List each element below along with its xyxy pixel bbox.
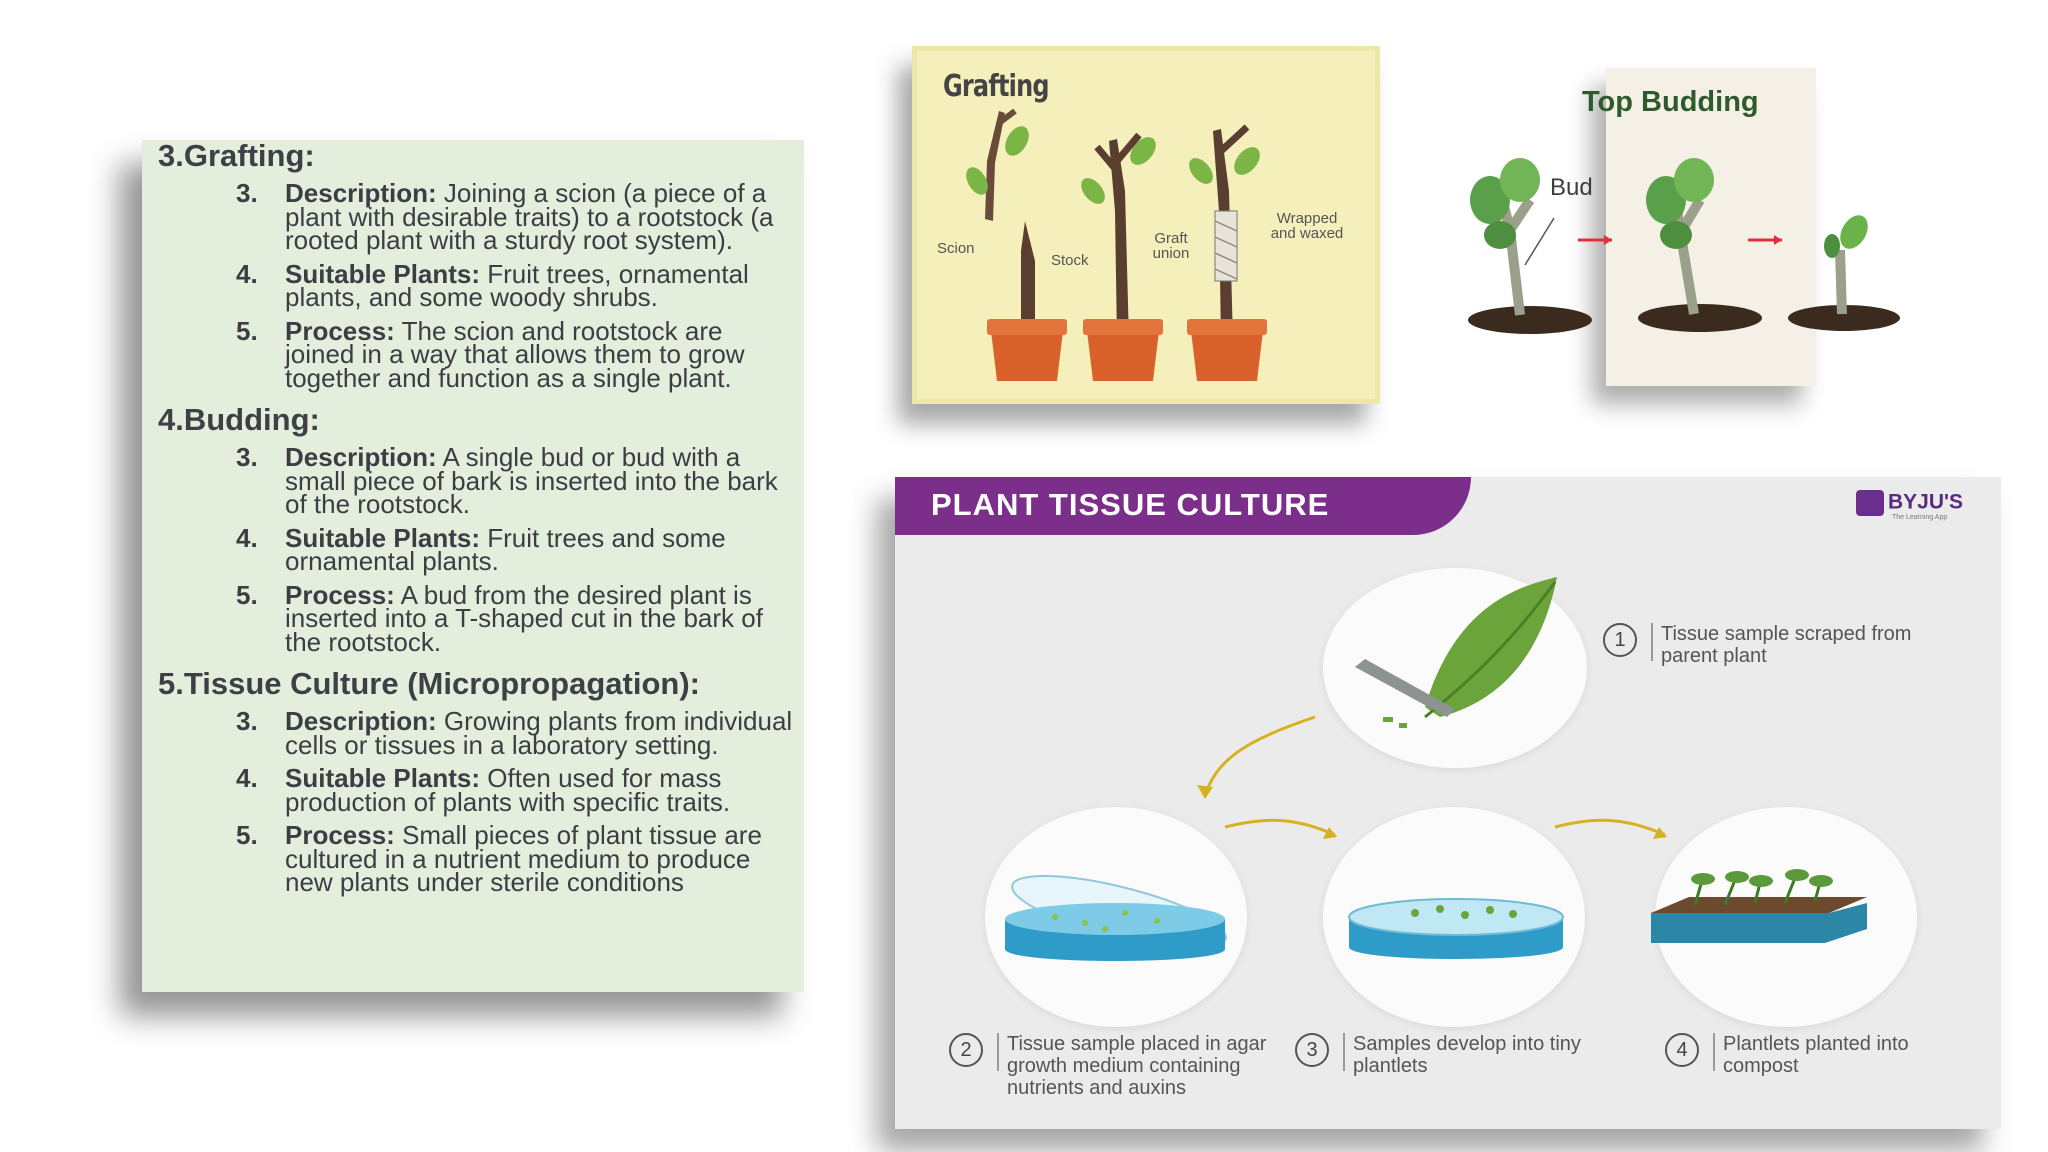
item-label: Process:	[285, 820, 395, 850]
brand-icon	[1856, 490, 1884, 516]
item-number: 3.	[236, 706, 258, 736]
item-text: Fruit trees and some ornamental plants.	[285, 522, 726, 576]
scion-stock-plant	[966, 108, 1067, 381]
step-number: 3	[1295, 1033, 1329, 1067]
section-title: 4.Budding:	[158, 402, 320, 437]
divider	[1651, 623, 1653, 661]
point-list: 3. Description: Joining a scion (a piece …	[158, 178, 794, 391]
list-item: 3. Description: Joining a scion (a piece …	[158, 178, 794, 253]
stock-label: Stock	[1051, 252, 1089, 269]
step-text: Tissue sample placed in agar growth medi…	[1007, 1033, 1267, 1099]
item-text: Small pieces of plant tissue are culture…	[285, 820, 762, 897]
item-number: 4.	[236, 522, 258, 553]
item-label: Description:	[285, 706, 437, 736]
arrow-to-step-4	[1554, 818, 1666, 837]
item-text: Fruit trees, ornamental plants, and some…	[285, 258, 749, 312]
list-item: 5. Process: A bud from the desired plant …	[158, 579, 794, 655]
list-item: 5. Process: The scion and rootstock are j…	[158, 315, 794, 391]
section-grafting: 3.Grafting: 3. Description: Joining a sci…	[158, 138, 794, 391]
item-number: 4.	[236, 258, 258, 289]
section-budding: 4.Budding: 3. Description: A single bud o…	[158, 402, 794, 655]
section-title: 5.Tissue Culture (Micropropagation):	[158, 666, 700, 701]
item-label: Process:	[285, 315, 395, 346]
grafting-title: Grafting	[943, 69, 1050, 104]
section-tissue-culture: 5.Tissue Culture (Micropropagation): 3. D…	[158, 666, 794, 896]
list-item: 3. Description: Growing plants from indiv…	[158, 706, 794, 757]
item-number: 3.	[236, 178, 258, 208]
graft-union-plant	[1081, 132, 1163, 381]
graft-union-label: Graft union	[1152, 230, 1190, 262]
item-number: 5.	[236, 820, 258, 850]
list-item: 3. Description: A single bud or bud with …	[158, 442, 794, 517]
scion-label: Scion	[937, 240, 975, 257]
list-item: 5. Process: Small pieces of plant tissue …	[158, 820, 794, 895]
item-text: Growing plants from individual cells or …	[285, 706, 793, 760]
tissue-culture-illustration	[1005, 577, 1867, 961]
step-number: 1	[1603, 623, 1637, 657]
step-text: Tissue sample scraped from parent plant	[1661, 623, 1912, 667]
point-list: 3. Description: Growing plants from indiv…	[158, 706, 794, 895]
item-text: A bud from the desired plant is inserted…	[285, 579, 763, 657]
list-item: 4. Suitable Plants: Fruit trees, ornament…	[158, 258, 794, 310]
wrapped-plant	[1187, 124, 1267, 381]
item-text: Joining a scion (a piece of a plant with…	[285, 178, 774, 255]
step-number: 4	[1665, 1033, 1699, 1067]
step-number: 2	[949, 1033, 983, 1067]
item-label: Suitable Plants:	[285, 258, 481, 289]
grafting-illustration	[966, 108, 1267, 381]
divider	[1713, 1033, 1715, 1071]
banner-title: PLANT TISSUE CULTURE	[931, 487, 1330, 522]
compost-tray	[1651, 869, 1867, 943]
step-text: Samples develop into tiny plantlets	[1353, 1033, 1581, 1077]
item-number: 5.	[236, 315, 258, 346]
step-text: Plantlets planted into compost	[1723, 1033, 1909, 1077]
budding-title: Top Budding	[1582, 86, 1759, 118]
item-number: 5.	[236, 579, 258, 610]
item-label: Suitable Plants:	[285, 763, 481, 793]
budding-plant-2	[1638, 158, 1762, 332]
petri-dish-open	[1005, 874, 1227, 961]
arrow-to-step-2	[1203, 715, 1316, 798]
tissue-culture-banner: PLANT TISSUE CULTURE	[895, 477, 1471, 535]
arrow-to-step-3	[1224, 818, 1336, 837]
item-label: Process:	[285, 579, 395, 610]
bud-label: Bud	[1550, 174, 1593, 201]
brand-tagline: The Learning App	[1892, 514, 1948, 521]
budding-plant-1	[1468, 158, 1592, 334]
item-label: Description:	[285, 442, 437, 472]
list-item: 4. Suitable Plants: Fruit trees and some …	[158, 522, 794, 574]
item-text: A single bud or bud with a small piece o…	[285, 442, 778, 519]
item-text: The scion and rootstock are joined in a …	[285, 315, 745, 393]
text-panel: 3.Grafting: 3. Description: Joining a sci…	[142, 140, 804, 992]
leaf-scalpel	[1355, 577, 1557, 728]
brand-name: BYJU'S	[1888, 490, 1964, 514]
petri-dish-closed	[1348, 898, 1564, 959]
section-title: 3.Grafting:	[158, 138, 315, 173]
grafting-figure: Grafting	[912, 46, 1380, 404]
divider	[1343, 1033, 1345, 1071]
list-item: 4. Suitable Plants: Often used for mass p…	[158, 763, 794, 814]
item-label: Description:	[285, 178, 437, 208]
item-number: 4.	[236, 763, 258, 793]
budding-card	[1606, 68, 1816, 386]
item-label: Suitable Plants:	[285, 522, 481, 553]
wrapped-label: Wrapped and waxed	[1270, 210, 1344, 242]
budding-plant-3	[1788, 215, 1900, 331]
item-number: 3.	[236, 442, 258, 472]
divider	[997, 1033, 999, 1071]
budding-illustration	[1468, 158, 1900, 334]
item-text: Often used for mass production of plants…	[285, 763, 731, 817]
point-list: 3. Description: A single bud or bud with …	[158, 442, 794, 655]
budding-figure: Top Budding Bud	[1430, 60, 1930, 400]
